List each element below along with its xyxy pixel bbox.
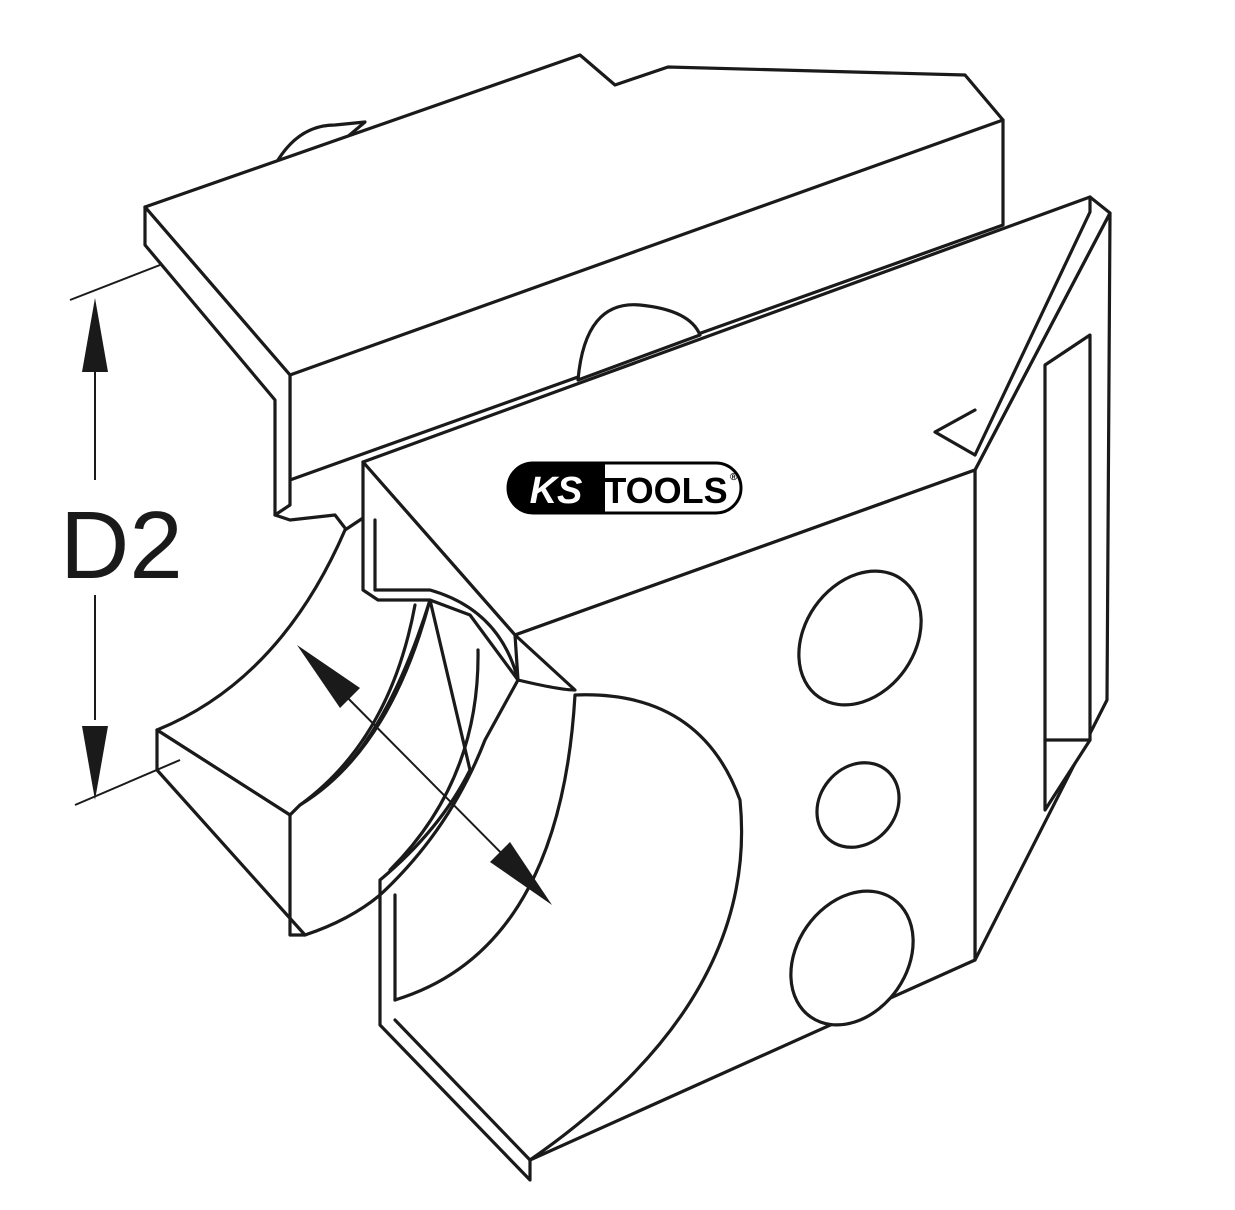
dimension-label: D2 — [60, 492, 183, 599]
hole-bottom — [789, 889, 915, 1027]
ks-tools-logo: KS TOOLS ® — [506, 461, 743, 515]
logo-tools: TOOLS — [604, 470, 727, 511]
logo-ks: KS — [530, 470, 583, 512]
arrowhead-up-icon — [82, 298, 108, 372]
back-knob — [276, 120, 367, 162]
upper-jaw — [143, 53, 1005, 530]
hole-top — [797, 569, 923, 707]
logo-registered: ® — [730, 472, 738, 483]
front-jaw — [361, 195, 1112, 1182]
arrowhead-upleft-icon — [297, 645, 360, 708]
arrowhead-down-icon — [82, 726, 108, 800]
arrowhead-downright-icon — [490, 842, 552, 905]
d2-dimension: D2 — [60, 264, 183, 806]
upper-semicircle-bump — [576, 303, 702, 382]
hole-middle — [815, 761, 901, 849]
diameter-arrow — [297, 645, 552, 905]
